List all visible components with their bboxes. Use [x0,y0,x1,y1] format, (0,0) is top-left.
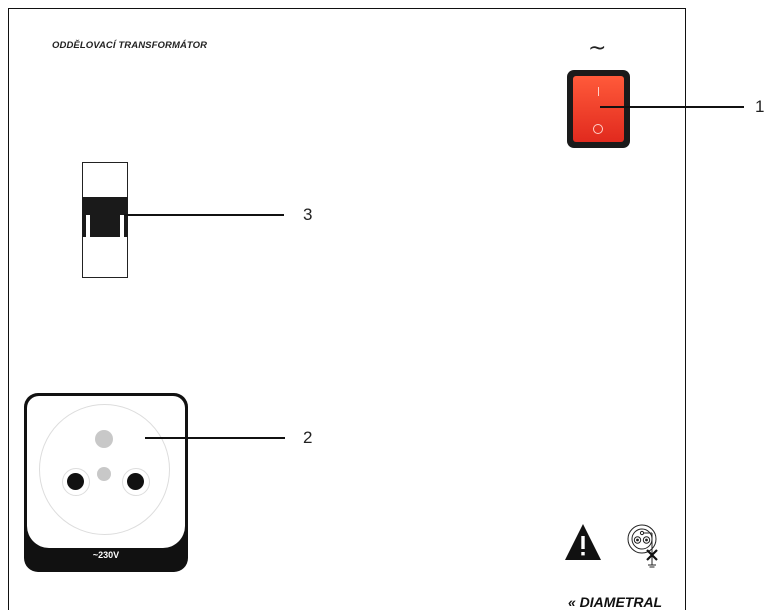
brand-logo: « DIAMETRAL [568,594,663,610]
power-switch[interactable] [567,70,630,148]
warning-triangle-icon [565,524,601,560]
socket-screw [97,467,111,481]
socket-ring [39,404,170,535]
socket-hole-right-inner [127,473,144,490]
fuse-band [82,197,128,237]
fuse [82,162,128,278]
switch-off-mark [593,124,603,134]
ac-symbol: ~ [588,36,607,61]
socket-voltage-label: ~230V [92,550,120,560]
callout-line-3 [124,214,284,216]
callout-number-1: 1 [755,97,764,116]
callout-number-2: 2 [303,428,313,447]
fuse-notch-right [120,215,124,237]
power-socket: ~230V [24,393,188,572]
isolation-transformer-symbol-icon [627,524,658,568]
switch-on-mark [598,87,599,96]
panel-title: ODDĚLOVACÍ TRANSFORMÁTOR [52,40,208,51]
callout-number-3: 3 [303,205,313,224]
power-switch-rocker[interactable] [573,76,624,142]
socket-hole-left-inner [67,473,84,490]
fuse-notch-left [86,215,90,237]
callout-line-2 [145,437,285,439]
socket-face [27,396,185,548]
ground-pin-hole [95,430,113,448]
callout-line-1 [600,106,744,108]
